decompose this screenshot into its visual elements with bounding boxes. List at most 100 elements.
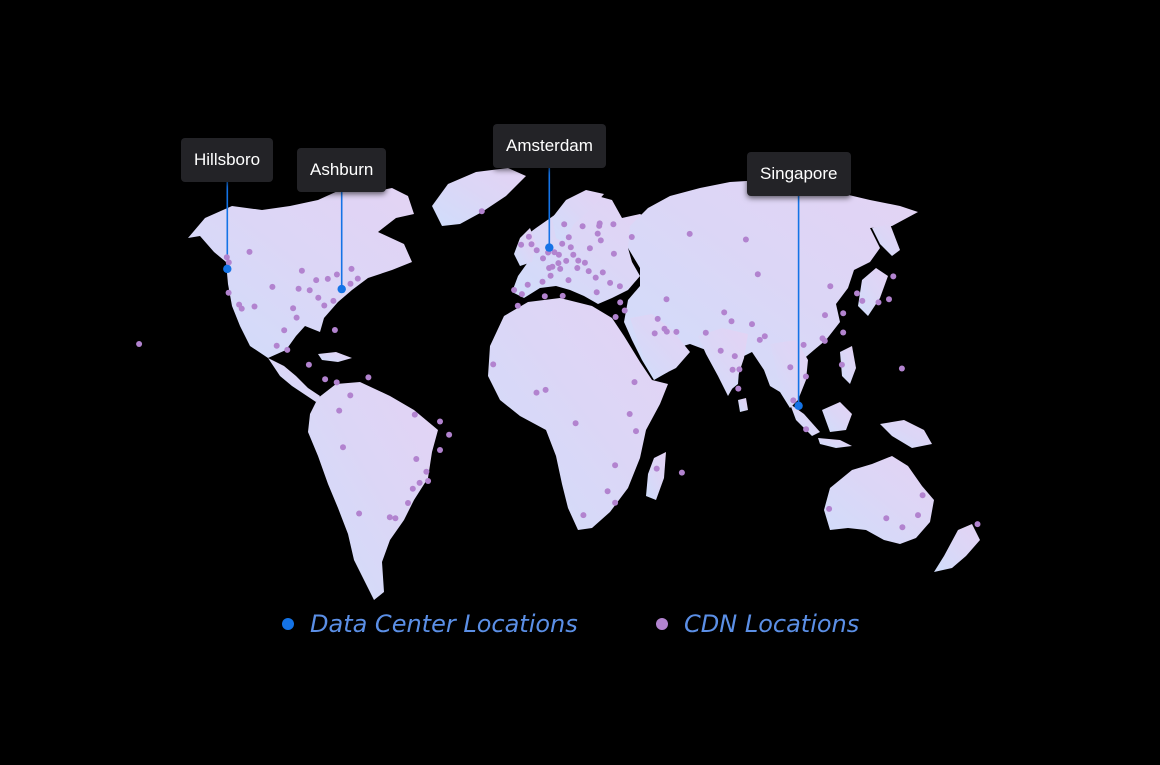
- cdn-location-dot: [392, 515, 399, 522]
- cdn-location-dot: [592, 274, 599, 281]
- cdn-location-dot: [330, 297, 337, 304]
- cdn-location-dot: [840, 310, 847, 317]
- cdn-location-dot: [541, 293, 548, 300]
- cdn-location-dot: [354, 275, 361, 282]
- cdn-location-dot: [405, 500, 411, 506]
- label-ashburn: Ashburn: [297, 148, 387, 192]
- cdn-location-dot: [579, 223, 586, 230]
- cdn-location-dot: [559, 240, 566, 247]
- legend-cdn-text: CDN Locations: [684, 610, 860, 638]
- data-center-markers: [223, 243, 803, 410]
- cdn-location-dot: [859, 297, 866, 304]
- cdn-location-dot: [593, 289, 600, 296]
- region-scandinavia: [552, 190, 604, 242]
- island-madagascar: [646, 452, 666, 500]
- cdn-location-dot: [826, 505, 833, 512]
- cdn-location-dot: [386, 514, 393, 521]
- cdn-location-dot: [840, 329, 847, 336]
- cdn-location-dot: [731, 353, 738, 360]
- island-new-zealand: [934, 524, 980, 572]
- cdn-location-dot: [686, 230, 693, 237]
- cdn-location-dot: [822, 312, 828, 319]
- cdn-location-dot: [411, 411, 418, 418]
- island-philippines: [840, 346, 856, 384]
- cdn-location-dot: [347, 392, 354, 399]
- cdn-location-dot: [478, 208, 485, 215]
- legend-data-center: Data Center Locations: [282, 604, 578, 644]
- cdn-location-dot: [549, 263, 556, 270]
- cdn-location-dot: [533, 389, 540, 396]
- cdn-location-dot: [446, 431, 453, 438]
- region-kamchatka: [872, 224, 900, 256]
- cdn-location-dot: [678, 469, 685, 476]
- cdn-location-dot: [886, 296, 892, 303]
- cdn-location-dot: [273, 342, 280, 349]
- continent-south-america: [308, 382, 438, 600]
- cdn-location-dot: [728, 318, 735, 325]
- cdn-location-dot: [661, 325, 668, 332]
- continent-central-america: [268, 358, 320, 402]
- cdn-location-dot: [787, 364, 794, 371]
- cdn-location-dot: [511, 287, 518, 293]
- cdn-location-dot: [919, 492, 926, 499]
- island-new-guinea: [880, 420, 932, 448]
- cdn-location-dot: [525, 233, 532, 240]
- cdn-location-dot: [565, 277, 572, 284]
- cdn-location-dot: [416, 479, 423, 486]
- cdn-location-dot: [890, 273, 897, 280]
- island-sumatra: [790, 404, 820, 436]
- cdn-location-dot: [915, 512, 921, 519]
- cdn-location-dot: [594, 230, 601, 237]
- cdn-location-dot: [761, 333, 768, 340]
- cdn-location-dot: [802, 373, 809, 380]
- island-java: [818, 438, 852, 448]
- cdn-location-dot: [313, 277, 320, 284]
- cdn-markers: [136, 208, 981, 531]
- cdn-location-dot: [293, 314, 300, 321]
- cdn-location-dot: [365, 374, 372, 381]
- data-center-dot-amsterdam: [545, 243, 554, 252]
- cdn-location-dot: [702, 329, 709, 336]
- cdn-location-dot: [607, 279, 614, 286]
- continent-asia: [624, 180, 918, 392]
- cdn-location-dot: [333, 379, 340, 386]
- cdn-location-dot: [575, 257, 582, 264]
- cdn-location-dot: [803, 426, 810, 433]
- cdn-location-dot: [599, 269, 606, 276]
- cdn-location-dot: [425, 478, 432, 484]
- cdn-location-dot: [542, 386, 549, 393]
- label-singapore: Singapore: [747, 152, 851, 196]
- cdn-location-dot: [585, 268, 592, 275]
- cdn-location-dot: [899, 524, 906, 531]
- cdn-location-dot: [633, 428, 639, 435]
- cdn-location-dot: [324, 275, 331, 282]
- cdn-location-dot: [225, 289, 232, 296]
- legend-cdn-dot: [656, 618, 668, 630]
- label-hillsboro: Hillsboro: [181, 138, 274, 182]
- cdn-location-dot: [331, 327, 338, 333]
- cdn-location-dot: [596, 222, 603, 229]
- island-japan: [858, 268, 888, 316]
- cdn-location-dot: [136, 341, 143, 347]
- cdn-location-dot: [663, 296, 670, 303]
- cdn-location-dot: [306, 287, 313, 294]
- cdn-location-dot: [555, 260, 562, 267]
- cdn-location-dot: [574, 265, 581, 271]
- cdn-location-dot: [336, 407, 343, 414]
- data-center-dot-singapore: [794, 401, 803, 410]
- cdn-location-dot: [673, 328, 680, 335]
- cdn-location-dot: [800, 341, 807, 348]
- cdn-location-dot: [555, 251, 562, 258]
- cdn-location-dot: [514, 302, 521, 309]
- cdn-location-dot: [295, 285, 302, 292]
- cdn-location-dot: [604, 488, 611, 495]
- cdn-location-dot: [628, 234, 635, 240]
- cdn-location-dot: [547, 272, 554, 279]
- cdn-location-dot: [284, 346, 291, 353]
- cdn-location-dot: [551, 249, 558, 256]
- legend-cdn: CDN Locations: [656, 604, 859, 644]
- cdn-location-dot: [597, 237, 604, 244]
- cdn-location-dot: [246, 248, 253, 255]
- cdn-location-dot: [612, 499, 619, 506]
